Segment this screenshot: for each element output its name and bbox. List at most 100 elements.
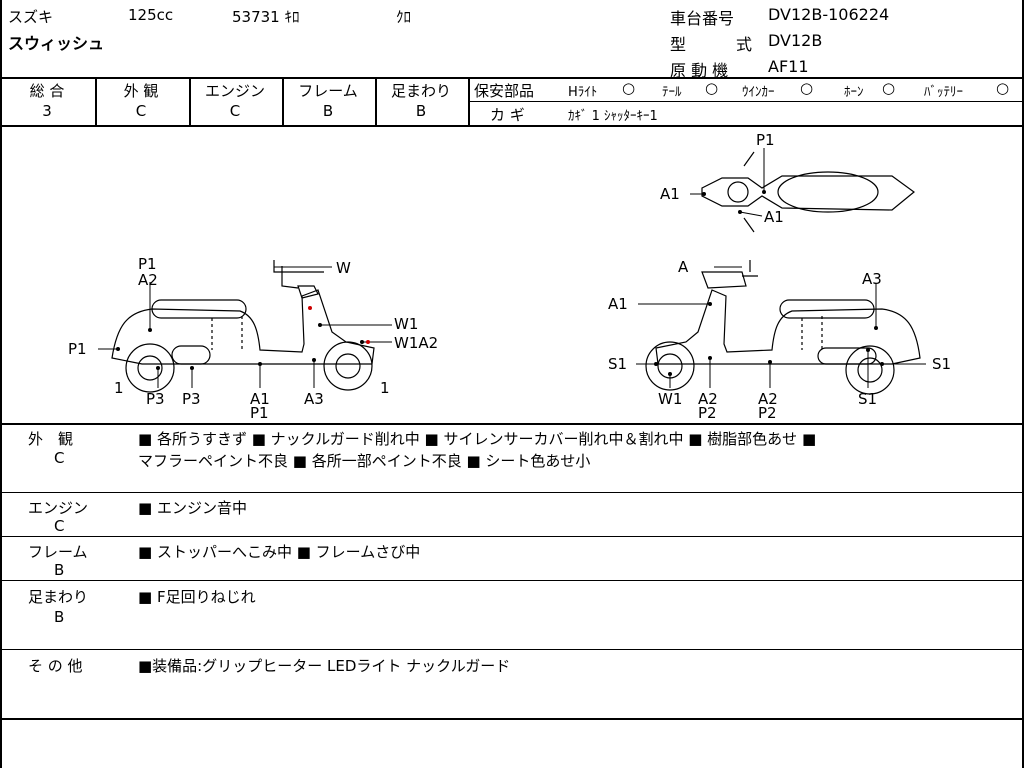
safety-taillight-mark: ○ (705, 79, 719, 97)
damage-label: W (336, 259, 351, 277)
damage-label: P2 (758, 404, 777, 422)
engine-model: AF11 (768, 57, 809, 76)
type-value: DV12B (768, 31, 823, 50)
damage-label: W1 (394, 315, 418, 333)
key-value: ｶｷﾞ 1 ｼｬｯﾀｰｷｰ1 (568, 109, 658, 124)
remark-category: そ の 他 (28, 657, 83, 675)
divider (282, 78, 284, 125)
divider (468, 78, 470, 125)
scooter-top-body (701, 175, 915, 211)
frame-number: DV12B-106224 (768, 5, 890, 24)
scooter-left-panel-lines (211, 316, 243, 350)
damage-label: P1 (250, 404, 269, 422)
scooter-left-handlebar (297, 285, 319, 299)
safety-headlight-mark: ○ (622, 79, 636, 97)
type-label-1: 型 (670, 35, 687, 54)
scooter-left-front-wheel (323, 341, 373, 391)
damage-label: A1 (660, 185, 680, 203)
divider (95, 78, 97, 125)
scooter-right-rear-hub (857, 357, 883, 383)
displacement: 125cc (128, 6, 174, 24)
scooter-right-handlebar (701, 271, 747, 289)
engine-label: 原 動 機 (670, 61, 729, 80)
divider (2, 492, 1024, 493)
scooter-right-body (655, 289, 921, 365)
scooter-top-handlebar (743, 151, 755, 233)
safety-horn-label: ﾎｰﾝ (844, 85, 864, 100)
damage-label: 1 (114, 379, 124, 397)
divider (468, 101, 1024, 102)
safety-battery-mark: ○ (996, 79, 1010, 97)
mileage: 53731 ｷﾛ (232, 8, 300, 26)
safety-winker-label: ｳｲﾝｶｰ (742, 85, 775, 100)
scooter-left-muffler (171, 345, 211, 365)
scooter-left-rear-wheel (125, 343, 175, 393)
remark-grade: C (54, 449, 65, 467)
scooter-left-rear-hub (137, 355, 163, 381)
remark-grade: B (54, 561, 65, 579)
damage-label: S1 (858, 390, 877, 408)
divider (189, 78, 191, 125)
damage-label: P1 (756, 131, 775, 149)
remark-category: 外 観 (28, 430, 74, 448)
remark-text: ■ エンジン音中 (138, 499, 247, 517)
damage-label: P1 (138, 255, 157, 273)
remark-category: フレーム (28, 543, 88, 561)
divider (2, 125, 1024, 127)
damage-label: A3 (862, 270, 882, 288)
damage-label: A1 (764, 208, 784, 226)
scooter-right-panel-lines (801, 316, 823, 350)
model-name: スウィッシュ (8, 34, 105, 53)
damage-label: P3 (146, 390, 165, 408)
color: ｸﾛ (396, 8, 412, 26)
grade-frame-value: B (322, 102, 334, 120)
damage-label: S1 (608, 355, 627, 373)
remark-text: ■装備品:グリップヒーター LEDライト ナックルガード (138, 657, 511, 675)
damage-label: A1 (608, 295, 628, 313)
safety-taillight-label: ﾃｰﾙ (662, 85, 682, 100)
scooter-right-seat (779, 299, 875, 319)
divider (2, 718, 1024, 720)
damage-label: P3 (182, 390, 201, 408)
grade-exterior-value: C (135, 102, 147, 120)
remark-text: マフラーペイント不良 ■ 各所一部ペイント不良 ■ シート色あせ小 (138, 452, 591, 470)
maker: スズキ (8, 8, 54, 26)
grade-suspension-label: 足まわり (390, 82, 451, 100)
scooter-top-seat (777, 171, 879, 213)
damage-label: S1 (932, 355, 951, 373)
damage-label: W1A2 (394, 334, 438, 352)
damage-label: A2 (698, 390, 718, 408)
damage-label: P1 (68, 340, 87, 358)
safety-horn-mark: ○ (882, 79, 896, 97)
frame-number-label: 車台番号 (670, 9, 735, 28)
damage-label: A2 (138, 271, 158, 289)
grade-frame-label: フレーム (298, 82, 358, 100)
safety-headlight-label: Hﾗｲﾄ (568, 85, 598, 100)
remark-grade: C (54, 517, 65, 535)
scooter-left-mirror (273, 260, 324, 289)
divider (2, 77, 1024, 79)
divider (2, 580, 1024, 581)
damage-label: A1 (250, 390, 270, 408)
damage-diagram: P1 A2 W W1 W1A2 P1 1 P3 P3 A1 P1 A3 1 P1… (68, 131, 951, 422)
scooter-top-headlight (727, 181, 749, 203)
key-label: カ ギ (490, 106, 525, 124)
remark-text: ■ ストッパーへこみ中 ■ フレームさび中 (138, 543, 421, 561)
damage-label: 1 (380, 379, 390, 397)
damage-label: A (678, 258, 689, 276)
grade-engine-value: C (229, 102, 241, 120)
scooter-left-body (111, 289, 375, 365)
scooter-right-front-wheel (645, 341, 695, 391)
damage-label: A3 (304, 390, 324, 408)
scooter-left-front-hub (335, 353, 361, 379)
damage-label: P2 (698, 404, 717, 422)
remark-text: ■ F足回りねじれ (138, 588, 256, 606)
safety-parts-label: 保安部品 (474, 82, 535, 100)
remark-category: 足まわり (28, 588, 89, 606)
divider (2, 536, 1024, 537)
scooter-left-seat (151, 299, 247, 319)
divider (2, 423, 1024, 425)
remark-category: エンジン (28, 499, 89, 517)
scooter-right-rear-wheel (845, 345, 895, 395)
